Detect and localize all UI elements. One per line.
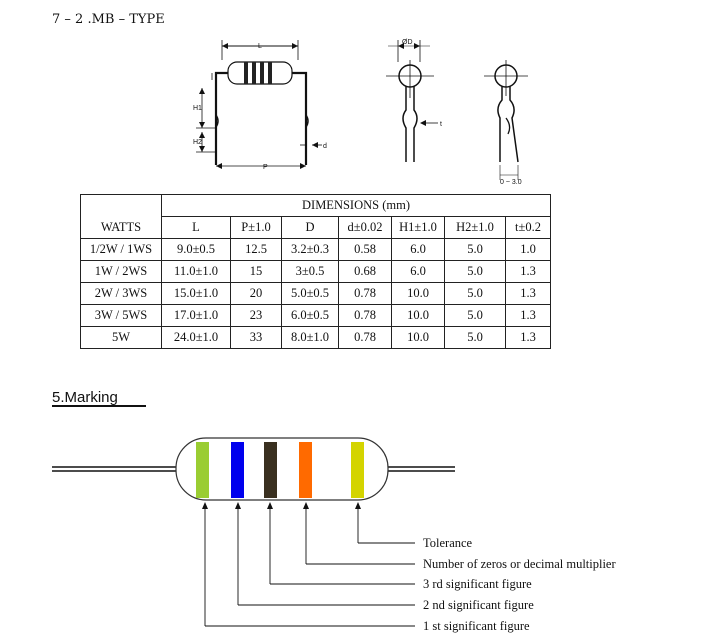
table-row: 3W / 5WS 17.0±1.0 23 6.0±0.5 0.78 10.0 5…	[80, 304, 551, 327]
table-cell: 6.0	[391, 260, 445, 283]
table-cell: 10.0	[391, 282, 445, 305]
table-cell: 1.3	[505, 326, 551, 349]
legend-third-figure: 3 rd significant figure	[423, 577, 532, 591]
table-row: 1W / 2WS 11.0±1.0 15 3±0.5 0.68 6.0 5.0 …	[80, 260, 551, 283]
col-header: WATTS	[80, 216, 162, 239]
table-cell: 5.0	[444, 304, 506, 327]
table-cell: 0.68	[338, 260, 392, 283]
table-cell: 5.0	[444, 238, 506, 261]
table-row: 5W 24.0±1.0 33 8.0±1.0 0.78 10.0 5.0 1.3	[80, 326, 551, 349]
table-cell: 5W	[80, 326, 162, 349]
table-cell: 8.0±1.0	[281, 326, 339, 349]
table-cell: 9.0±0.5	[161, 238, 231, 261]
table-row: 1/2W / 1WS 9.0±0.5 12.5 3.2±0.3 0.58 6.0…	[80, 238, 551, 261]
table-row: 2W / 3WS 15.0±1.0 20 5.0±0.5 0.78 10.0 5…	[80, 282, 551, 305]
table-cell: 11.0±1.0	[161, 260, 231, 283]
table-cell: 33	[230, 326, 282, 349]
table-cell: 5.0	[444, 260, 506, 283]
table-cell: 5.0	[444, 282, 506, 305]
table-corner	[80, 194, 162, 217]
table-cell: 23	[230, 304, 282, 327]
marking-title: 5.Marking	[52, 389, 118, 406]
color-band-2	[231, 442, 244, 498]
table-cell: 2W / 3WS	[80, 282, 162, 305]
label-H1: H1	[193, 105, 202, 112]
label-H2: H2	[193, 139, 202, 146]
color-band-5	[351, 442, 364, 498]
table-cell: 3.2±0.3	[281, 238, 339, 261]
col-header: P±1.0	[230, 216, 282, 239]
col-header: H1±1.0	[391, 216, 445, 239]
table-cell: 6.0	[391, 238, 445, 261]
table-cell: 5.0±0.5	[281, 282, 339, 305]
table-cell: 1.3	[505, 304, 551, 327]
table-cell: 5.0	[444, 326, 506, 349]
table-cell: 0.78	[338, 326, 392, 349]
color-band-3	[264, 442, 277, 498]
resistor-dimension-diagram: L H1 H2 P d ØD t	[193, 39, 528, 186]
table-cell: 1W / 2WS	[80, 260, 162, 283]
table-cell: 17.0±1.0	[161, 304, 231, 327]
label-L: L	[258, 43, 262, 50]
label-D: ØD	[402, 39, 413, 46]
label-t: t	[440, 121, 442, 128]
section-title: 7 – 2 .MB – TYPE	[52, 12, 165, 27]
table-cell: 6.0±0.5	[281, 304, 339, 327]
table-cell: 24.0±1.0	[161, 326, 231, 349]
table-cell: 0.78	[338, 304, 392, 327]
marking-title-underline	[52, 405, 146, 407]
legend-first-figure: 1 st significant figure	[423, 619, 530, 633]
table-cell: 0.78	[338, 282, 392, 305]
table-cell: 15.0±1.0	[161, 282, 231, 305]
table-cell: 20	[230, 282, 282, 305]
table-cell: 1.0	[505, 238, 551, 261]
table-cell: 0.58	[338, 238, 392, 261]
legend-tolerance: Tolerance	[423, 536, 473, 550]
legend-second-figure: 2 nd significant figure	[423, 598, 534, 612]
table-cell: 10.0	[391, 304, 445, 327]
table-cell: 3W / 5WS	[80, 304, 162, 327]
table-cell: 1.3	[505, 260, 551, 283]
label-bottom: 0 ~ 3.0	[500, 179, 522, 186]
color-band-1	[196, 442, 209, 498]
table-cell: 3±0.5	[281, 260, 339, 283]
table-cell: 1/2W / 1WS	[80, 238, 162, 261]
col-header: d±0.02	[338, 216, 392, 239]
table-caption: DIMENSIONS (mm)	[161, 194, 551, 217]
col-header: t±0.2	[505, 216, 551, 239]
dimensions-table: DIMENSIONS (mm) WATTS L P±1.0 D d±0.02 H…	[80, 194, 551, 349]
color-band-4	[299, 442, 312, 498]
col-header: L	[161, 216, 231, 239]
label-d: d	[323, 143, 327, 150]
col-header: D	[281, 216, 339, 239]
table-cell: 12.5	[230, 238, 282, 261]
color-band-diagram	[52, 437, 455, 627]
table-cell: 1.3	[505, 282, 551, 305]
label-P: P	[263, 164, 268, 171]
table-cell: 10.0	[391, 326, 445, 349]
legend-multiplier: Number of zeros or decimal multiplier	[423, 557, 616, 571]
table-cell: 15	[230, 260, 282, 283]
col-header: H2±1.0	[444, 216, 506, 239]
